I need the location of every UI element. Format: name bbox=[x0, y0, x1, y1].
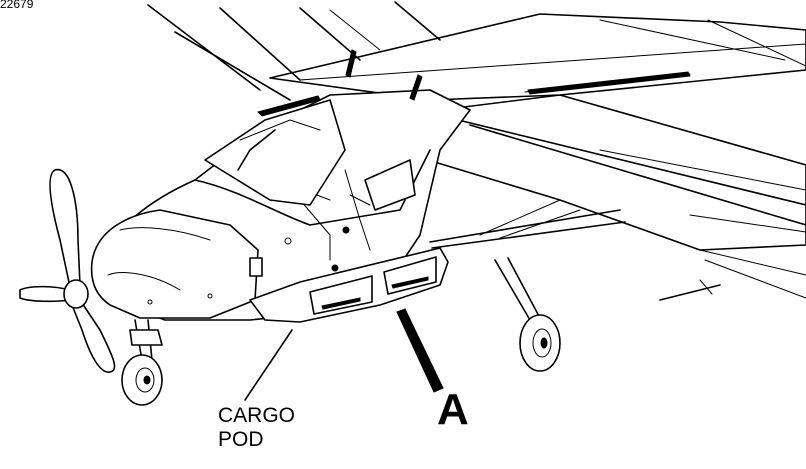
main-landing-gear bbox=[494, 257, 561, 372]
engine-cowling bbox=[90, 209, 292, 319]
wing-strut bbox=[429, 199, 626, 249]
callout-a-label: A bbox=[437, 385, 469, 434]
cockpit-windows bbox=[204, 95, 416, 211]
cargo-pod-label-line1: CARGO bbox=[218, 404, 296, 427]
tail-structure bbox=[147, 1, 441, 101]
wing-tip-pitot bbox=[659, 279, 721, 301]
cargo-pod-leader-line bbox=[244, 329, 293, 401]
cargo-pod bbox=[249, 226, 449, 323]
figure-code: 22679 bbox=[0, 0, 34, 11]
callout-a-leader-line bbox=[396, 308, 444, 393]
cargo-pod-label: CARGO POD bbox=[218, 404, 328, 452]
leader-lines bbox=[244, 308, 444, 401]
antennas bbox=[237, 49, 423, 171]
cargo-pod-label-line2: POD bbox=[218, 428, 264, 451]
left-wing bbox=[269, 13, 806, 101]
nose-landing-gear bbox=[121, 319, 163, 406]
propeller bbox=[19, 168, 116, 373]
